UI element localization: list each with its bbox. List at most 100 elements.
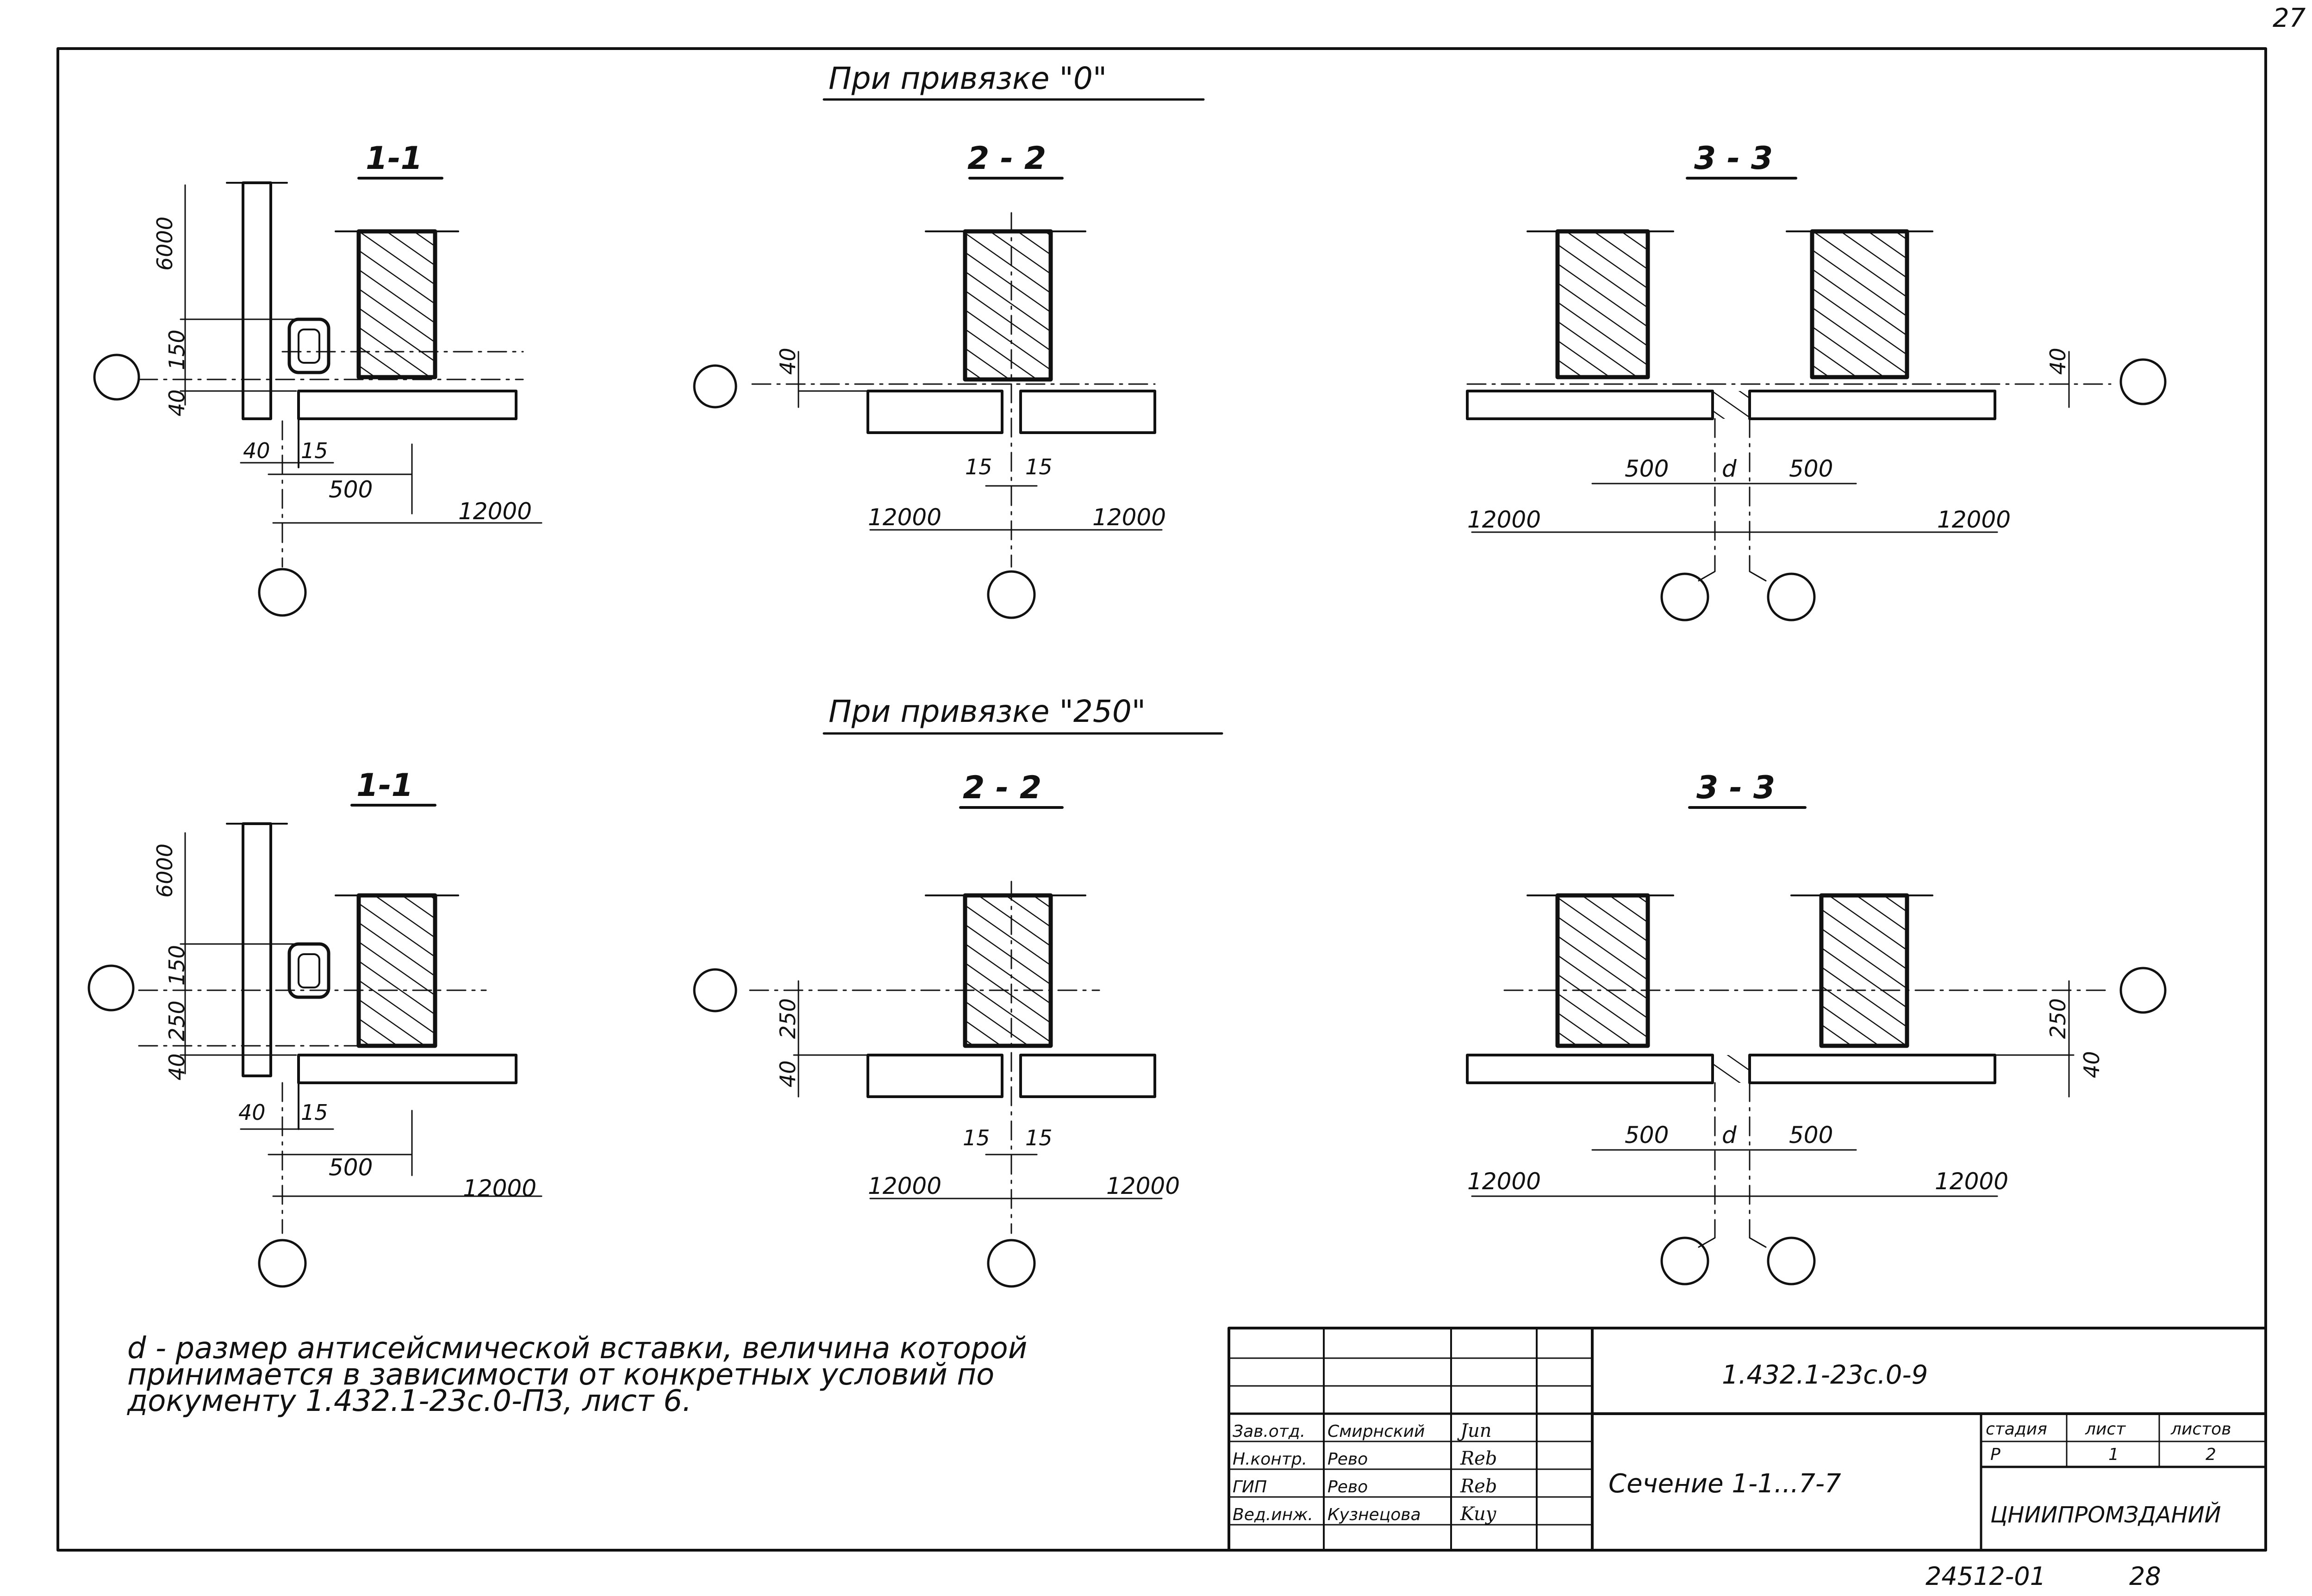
title-block: 1.432.1-23с.0-9 Сечение 1-1...7-7 ЦНИИПР… — [1228, 1327, 2267, 1552]
dimension: d — [1722, 1122, 1737, 1149]
section-2-2: 2 - 2 40 15 15 12000 12000 — [693, 140, 1166, 619]
signature: Kuy — [1460, 1503, 1497, 1525]
sheets-value: 2 — [2206, 1445, 2216, 1464]
note-line: документу 1.432.1-23с.0-ПЗ, лист 6. — [127, 1384, 692, 1418]
floor-slab — [1019, 1054, 1156, 1098]
dimension: 15 — [301, 1100, 328, 1125]
dimension: 40 — [2079, 1051, 2104, 1078]
drawing-frame — [56, 47, 2267, 1552]
role: Н.контр. — [1233, 1450, 1307, 1469]
sheet-value: 1 — [2108, 1445, 2119, 1464]
axis-bubble — [1660, 1236, 1709, 1285]
wall-panel — [359, 895, 435, 1046]
axis-bubble — [87, 964, 135, 1012]
dimension: 150 — [164, 945, 189, 986]
dimension: 6000 — [152, 844, 177, 898]
note: d - размер антисейсмической вставки, вел… — [127, 1331, 1027, 1418]
group-binding-250: При привязке "250" 1-1 — [87, 694, 2167, 1288]
dimension: 12000 — [463, 1175, 536, 1202]
dimension: 500 — [1625, 455, 1669, 482]
dimension: 40 — [164, 1053, 189, 1081]
group-header: При привязке "0" — [829, 61, 1107, 96]
section-3-3: 3 - 3 250 40 500 d — [1466, 770, 2167, 1285]
seismic-insert — [1713, 391, 1750, 419]
dimension: 40 — [775, 348, 800, 375]
group-binding-0: При привязке "0" 1-1 — [93, 61, 2167, 621]
axis-bubble — [2119, 358, 2167, 405]
sheets-label: листов — [2170, 1420, 2231, 1439]
signature: Reb — [1460, 1448, 1497, 1469]
wall-panel — [1821, 895, 1907, 1046]
axis-bubble — [258, 1239, 307, 1288]
role: Вед.инж. — [1233, 1505, 1313, 1524]
section-label: 2 - 2 — [963, 770, 1041, 806]
signature: Reb — [1460, 1476, 1497, 1497]
dimension: 15 — [963, 1125, 990, 1150]
floor-slab — [1748, 390, 1996, 420]
dimension: 150 — [164, 329, 189, 370]
wall-panel — [1558, 231, 1648, 377]
dimension: d — [1722, 455, 1737, 482]
person-name: Кузнецова — [1327, 1505, 1421, 1524]
axis-bubble — [987, 570, 1036, 619]
section-label: 2 - 2 — [967, 140, 1046, 177]
dimension: 500 — [329, 1154, 373, 1181]
axis-bubble — [987, 1239, 1036, 1288]
wall-panel — [1812, 231, 1907, 377]
section-1-1: 1-1 — [93, 140, 542, 617]
axis-bubble — [258, 568, 307, 617]
sheet-title: Сечение 1-1...7-7 — [1608, 1469, 1841, 1499]
girt-profile — [287, 317, 330, 374]
dimension: 12000 — [1935, 1168, 2008, 1195]
dimension: 40 — [2045, 348, 2070, 375]
axis-bubble — [693, 364, 737, 409]
axis-bubble — [1767, 1236, 1816, 1285]
page-number: 27 — [2273, 3, 2306, 33]
dimension: 500 — [1789, 455, 1833, 482]
section-label: 3 - 3 — [1694, 140, 1773, 177]
dimension: 250 — [164, 1000, 189, 1041]
section-1-1: 1-1 6000 150 250 40 — [87, 767, 542, 1288]
person-name: Рево — [1327, 1450, 1368, 1469]
group-header: При привязке "250" — [829, 694, 1146, 729]
axis-bubble — [693, 968, 737, 1012]
wall-panel — [965, 231, 1051, 379]
dimension: 12000 — [1106, 1173, 1180, 1199]
steel-column — [242, 181, 272, 420]
dimension: 15 — [1025, 454, 1053, 479]
dimension: 12000 — [868, 1173, 941, 1199]
organization-name: ЦНИИПРОМЗДАНИЙ — [1990, 1502, 2221, 1528]
role: ГИП — [1233, 1478, 1267, 1497]
section-label: 1-1 — [366, 140, 423, 177]
floor-slab — [1748, 1054, 1996, 1084]
axis-bubble — [1767, 572, 1816, 621]
dimension: 15 — [1025, 1125, 1053, 1150]
dimension: 15 — [301, 438, 328, 463]
dimension: 500 — [1625, 1122, 1669, 1149]
floor-slab — [1466, 390, 1714, 420]
axis-bubble — [1660, 572, 1709, 621]
steel-column — [242, 822, 272, 1077]
sheet-label: лист — [2085, 1420, 2126, 1439]
dimension: 500 — [329, 476, 373, 503]
dimension: 12000 — [1467, 506, 1541, 533]
floor-slab — [297, 390, 517, 420]
section-label: 1-1 — [356, 767, 413, 804]
person-name: Смирнский — [1327, 1422, 1425, 1441]
role: Зав.отд. — [1233, 1422, 1305, 1441]
dimension: 12000 — [868, 504, 941, 531]
axis-bubble — [93, 354, 140, 401]
section-2-2: 2 - 2 250 40 15 15 12000 12000 — [693, 770, 1180, 1288]
dimension: 40 — [775, 1060, 800, 1087]
dimension: 500 — [1789, 1122, 1833, 1149]
archive-number: 24512-01 — [1926, 1562, 2046, 1591]
section-3-3: 3 - 3 40 500 d 500 1200 — [1466, 140, 2167, 621]
section-label: 3 - 3 — [1696, 770, 1775, 806]
note-line: принимается в зависимости от конкретных … — [127, 1358, 994, 1392]
dimension: 12000 — [1467, 1168, 1541, 1195]
dimension: 12000 — [458, 498, 532, 525]
dimension: 40 — [164, 389, 189, 416]
dimension: 40 — [238, 1100, 266, 1125]
dimension: 15 — [965, 454, 992, 479]
